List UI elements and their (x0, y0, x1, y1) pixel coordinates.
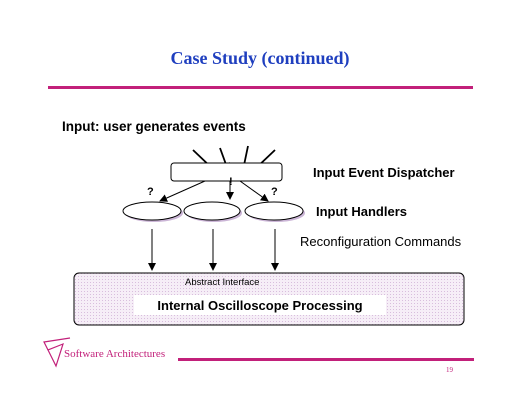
processing-label: Internal Oscilloscope Processing (157, 298, 363, 313)
slide-title: Case Study (continued) (170, 48, 350, 68)
dispatch-arrow-left (159, 180, 206, 202)
handler-ellipse-1 (122, 201, 182, 221)
slide-heading: Input: user generates events (62, 119, 246, 134)
dispatcher-label: Input Event Dispatcher (313, 165, 455, 180)
dispatcher-box (170, 162, 283, 182)
commands-label: Reconfiguration Commands (300, 234, 462, 249)
page-number: 19 (446, 366, 453, 374)
footer-logo-accent (43, 337, 71, 351)
footer-logo-frame (47, 342, 64, 368)
dispatch-arrow-right (239, 180, 269, 202)
handler-question-left: ? (147, 186, 154, 198)
footer-course-name: Software Architectures (64, 348, 166, 360)
processing-label-bg (134, 295, 386, 315)
handler-question-right: ? (271, 186, 278, 198)
handler-ellipse-3 (244, 201, 304, 221)
handlers-label: Input Handlers (316, 204, 408, 219)
title-divider (48, 86, 473, 89)
dispatcher-exclamation: ! (229, 176, 233, 188)
footer-divider (178, 358, 474, 361)
handler-ellipse-2 (183, 201, 241, 221)
abstract-interface-label: Abstract Interface (185, 277, 260, 288)
